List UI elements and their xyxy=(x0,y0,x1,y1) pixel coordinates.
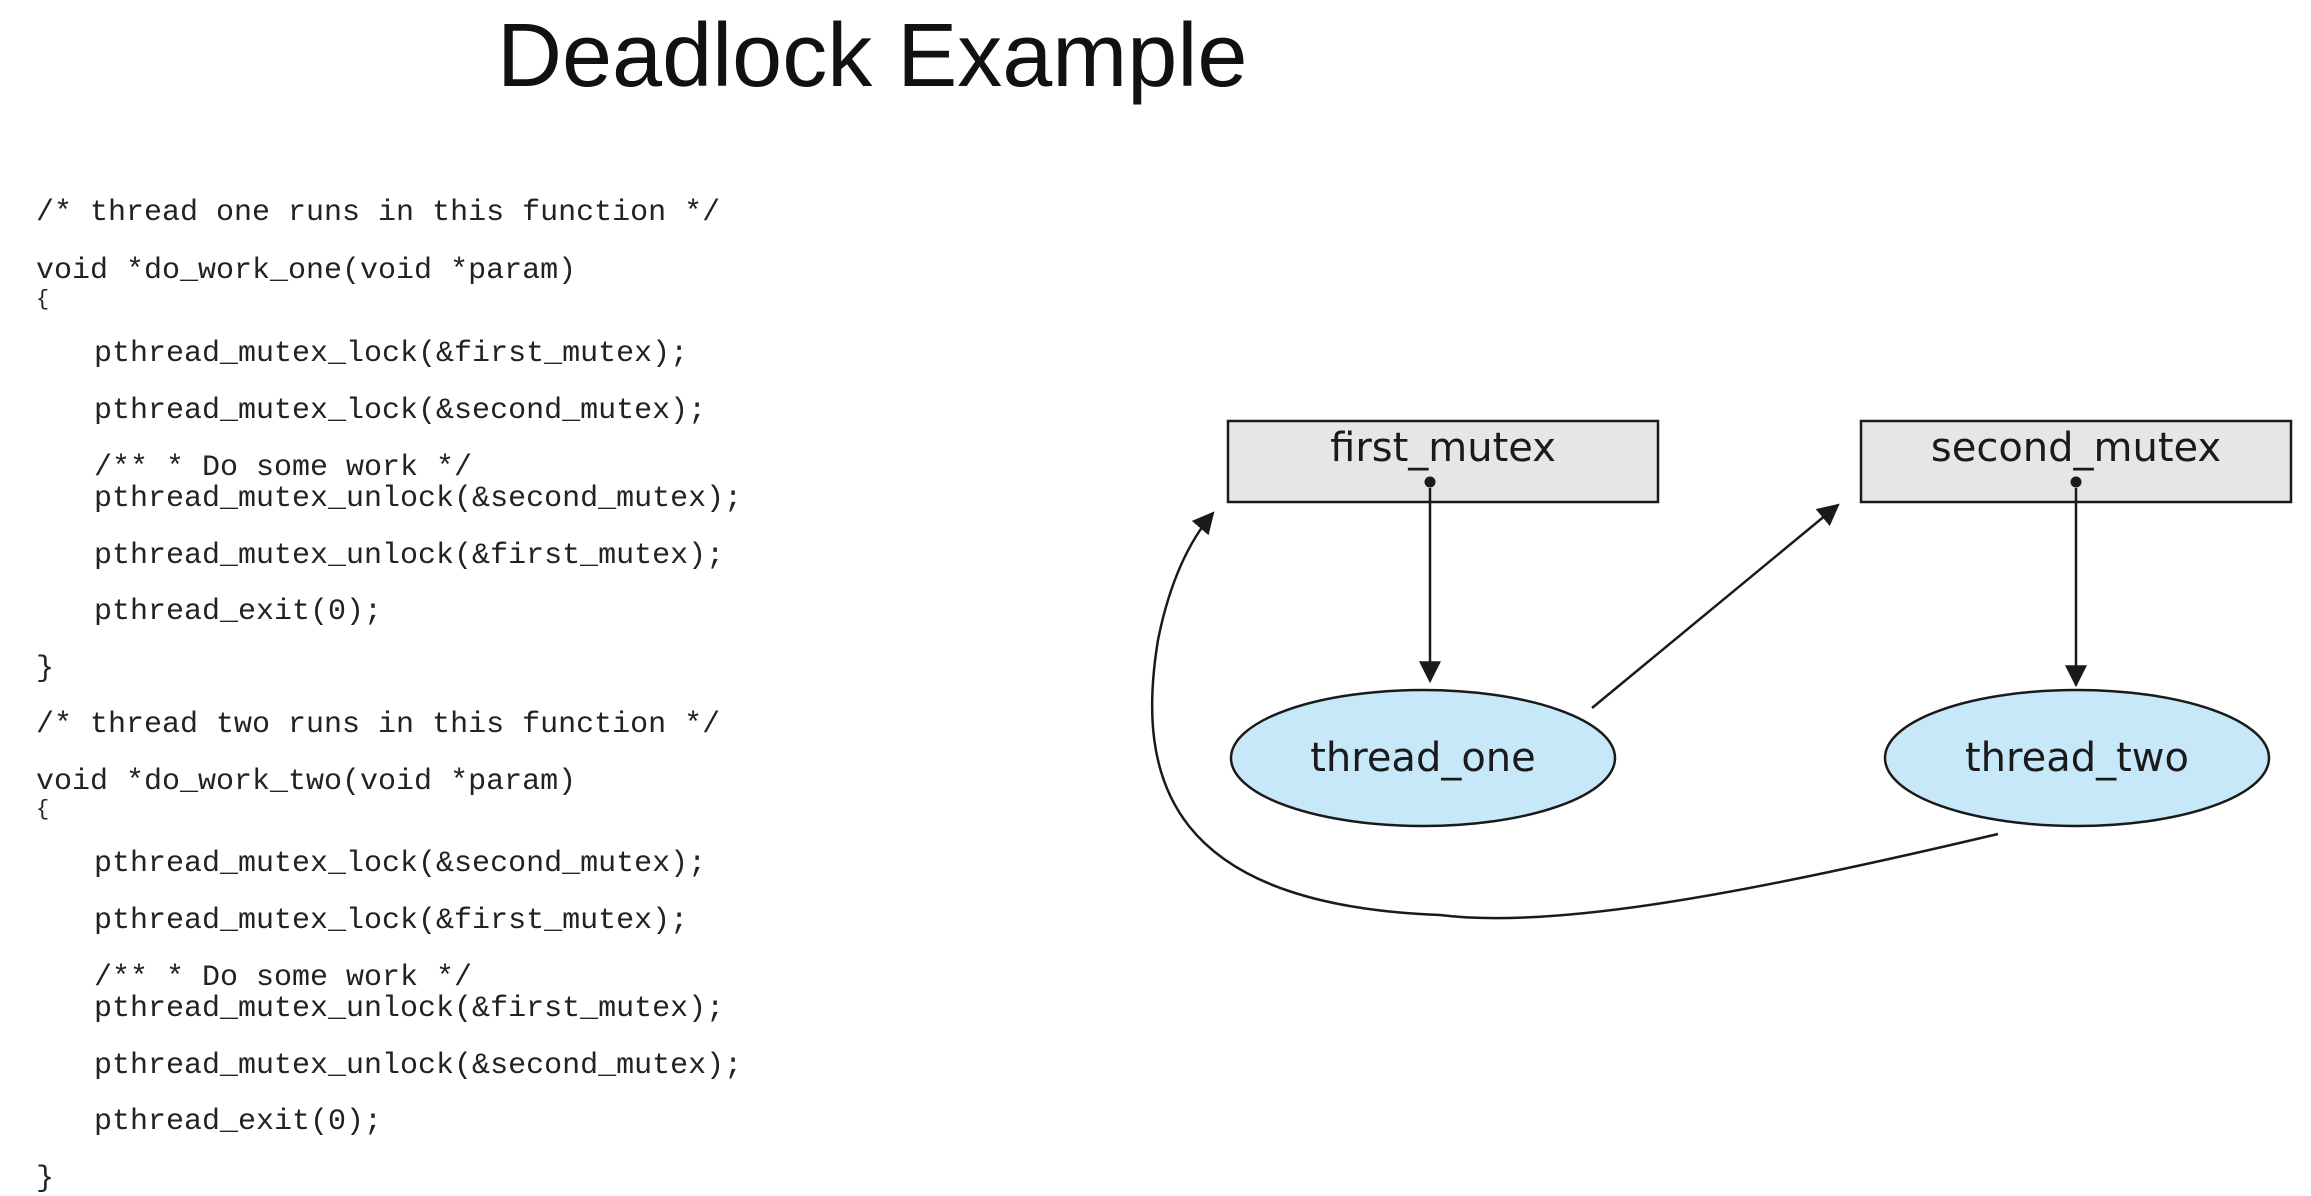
thread-two-node: thread_two xyxy=(1883,688,2271,828)
first-mutex-box xyxy=(1226,419,1660,504)
code-exit-thread-two: pthread_exit(0); xyxy=(94,1105,383,1139)
thread-two-label: thread_two xyxy=(1965,735,2189,781)
thread-one-ellipse xyxy=(1229,688,1617,828)
code-unlock-second-thread-one: pthread_mutex_unlock(&second_mutex); xyxy=(94,482,743,516)
code-lock-first-thread-two: pthread_mutex_lock(&first_mutex); xyxy=(94,904,689,938)
code-open-brace-thread-one: { xyxy=(36,287,50,312)
code-lock-second-thread-two: pthread_mutex_lock(&second_mutex); xyxy=(94,847,707,881)
thread-one-node: thread_one xyxy=(1229,688,1617,828)
code-signature-thread-one: void *do_work_one(void *param) xyxy=(36,254,577,288)
first-mutex-node: first_mutex xyxy=(1226,419,1660,504)
code-unlock-first-thread-two: pthread_mutex_unlock(&first_mutex); xyxy=(94,992,725,1026)
code-comment-thread-two: /* thread two runs in this function */ xyxy=(36,708,721,742)
code-close-brace-thread-one: } xyxy=(36,652,55,686)
code-close-brace-thread-two: } xyxy=(36,1162,55,1196)
code-unlock-first-thread-one: pthread_mutex_unlock(&first_mutex); xyxy=(94,539,725,573)
code-exit-thread-one: pthread_exit(0); xyxy=(94,595,383,629)
second-mutex-instance-dot xyxy=(2070,476,2082,488)
code-comment-thread-one: /* thread one runs in this function */ xyxy=(36,196,721,230)
code-lock-second-thread-one: pthread_mutex_lock(&second_mutex); xyxy=(94,394,707,428)
code-work-comment-thread-one: /** * Do some work */ xyxy=(94,451,473,485)
code-signature-thread-two: void *do_work_two(void *param) xyxy=(36,765,577,799)
thread-one-label: thread_one xyxy=(1310,735,1536,781)
second-mutex-label: second_mutex xyxy=(1931,425,2221,471)
request-edge-thread-one-to-second-mutex xyxy=(1591,503,1840,709)
first-mutex-instance-dot xyxy=(1424,476,1436,488)
code-open-brace-thread-two: { xyxy=(36,797,50,822)
code-lock-first-thread-one: pthread_mutex_lock(&first_mutex); xyxy=(94,337,689,371)
first-mutex-label: first_mutex xyxy=(1330,425,1556,471)
code-work-comment-thread-two: /** * Do some work */ xyxy=(94,961,473,995)
thread-two-ellipse xyxy=(1883,688,2271,828)
slide-title: Deadlock Example xyxy=(497,6,1248,106)
request-edge-thread-two-to-first-mutex xyxy=(1150,511,1999,920)
code-unlock-second-thread-two: pthread_mutex_unlock(&second_mutex); xyxy=(94,1049,743,1083)
